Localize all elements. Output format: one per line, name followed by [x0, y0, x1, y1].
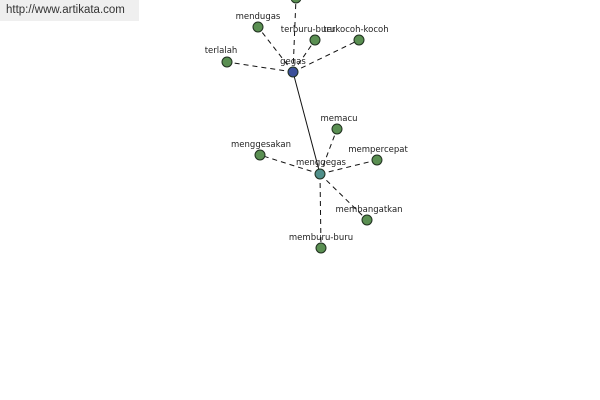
edge-gegas-terburu-buru	[292, 39, 316, 73]
edge-gegas-terkocoh-kocoh	[292, 39, 360, 73]
node-mempercepat[interactable]	[371, 154, 383, 166]
edge-gegas-mendugas	[257, 26, 294, 73]
node-gegas[interactable]	[287, 66, 299, 78]
edge-menggegas-memburu-buru	[319, 173, 322, 249]
node-terburu-buru[interactable]	[309, 34, 321, 46]
edge-menggegas-mempercepat	[319, 159, 378, 175]
node-terkocoh-kocoh-label[interactable]: terkocoh-kocoh	[323, 25, 388, 35]
node-terlalah[interactable]	[221, 56, 233, 68]
node-menggegas-label[interactable]: menggegas	[296, 158, 347, 168]
node-terkocoh-kocoh[interactable]	[353, 34, 365, 46]
node-menggesakan[interactable]	[254, 149, 266, 161]
node-terlalah-label[interactable]: terlalah	[205, 46, 238, 56]
edge-menggegas-memacu	[319, 128, 338, 175]
node-mendugas[interactable]	[252, 21, 264, 33]
node-memacu-label[interactable]: memacu	[320, 114, 357, 124]
node-mempercepat-label[interactable]: mempercepat	[348, 145, 408, 155]
edge-gegas-menggegas	[292, 71, 321, 175]
node-gegas-label[interactable]: gegas	[280, 57, 306, 67]
node-menggegas[interactable]	[314, 168, 326, 180]
graph-nodes	[221, 0, 383, 254]
edge-gegas-terlalah	[226, 61, 294, 73]
node-memburu-buru-label[interactable]: memburu-buru	[289, 233, 353, 243]
node-memburu-buru[interactable]	[315, 242, 327, 254]
node-membangatkan[interactable]	[361, 214, 373, 226]
node-top[interactable]	[290, 0, 302, 4]
node-membangatkan-label[interactable]: membangatkan	[335, 205, 402, 215]
edge-menggegas-membangatkan	[319, 173, 368, 221]
node-mendugas-label[interactable]: mendugas	[236, 12, 281, 22]
site-url-label[interactable]: http://www.artikata.com	[0, 0, 139, 21]
edge-menggegas-menggesakan	[259, 154, 321, 175]
graph-edges	[226, 0, 378, 249]
node-menggesakan-label[interactable]: menggesakan	[231, 140, 291, 150]
node-terburu-buru-label[interactable]: terburu-buru	[281, 25, 335, 35]
node-memacu[interactable]	[331, 123, 343, 135]
edge-gegas-top	[292, 0, 297, 73]
